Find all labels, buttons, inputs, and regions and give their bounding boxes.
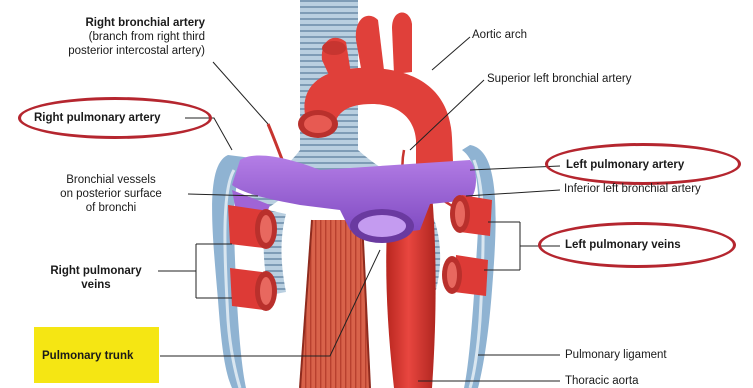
label-right-pulmonary-veins: Right pulmonary veins	[36, 264, 156, 292]
label-bronchial-vessels-line-1: Bronchial vessels	[36, 173, 186, 187]
label-left-pulmonary-veins: Left pulmonary veins	[565, 238, 681, 252]
label-bronchial-vessels: Bronchial vessels on posterior surface o…	[36, 173, 186, 215]
label-right-bronchial-artery-note-1: (branch from right third	[10, 30, 205, 44]
label-thoracic-aorta: Thoracic aorta	[565, 374, 639, 388]
leader-aortic-arch	[432, 37, 470, 70]
label-right-pulmonary-veins-line-1: Right pulmonary	[36, 264, 156, 278]
label-superior-left-bronchial-artery: Superior left bronchial artery	[487, 72, 631, 86]
esophagus	[300, 220, 370, 388]
label-aortic-arch: Aortic arch	[472, 28, 527, 42]
label-right-bronchial-artery-title: Right bronchial artery	[10, 16, 205, 30]
label-right-bronchial-artery: Right bronchial artery (branch from righ…	[10, 16, 205, 58]
label-right-pulmonary-veins-line-2: veins	[36, 278, 156, 292]
label-right-pulmonary-artery: Right pulmonary artery	[34, 111, 161, 125]
label-inferior-left-bronchial-artery: Inferior left bronchial artery	[564, 182, 701, 196]
label-bronchial-vessels-line-3: of bronchi	[36, 201, 186, 215]
label-left-pulmonary-artery: Left pulmonary artery	[566, 158, 684, 172]
label-pulmonary-ligament: Pulmonary ligament	[565, 348, 667, 362]
label-pulmonary-trunk: Pulmonary trunk	[42, 349, 133, 363]
label-right-bronchial-artery-note-2: posterior intercostal artery)	[10, 44, 205, 58]
label-bronchial-vessels-line-2: on posterior surface	[36, 187, 186, 201]
leader-right-bronchial-artery	[213, 62, 268, 124]
